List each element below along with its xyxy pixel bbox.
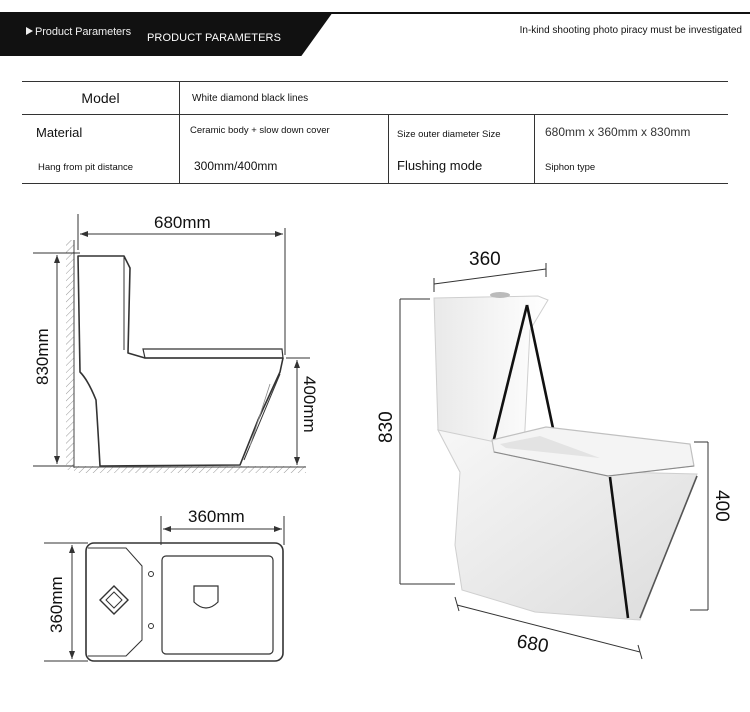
header-tag-label: Product Parameters [35, 26, 132, 38]
piracy-notice: In-kind shooting photo piracy must be in… [519, 25, 742, 36]
header-tag: Product Parameters [26, 26, 131, 38]
table-row: Material Hang from pit distance Ceramic … [22, 114, 728, 184]
seat-top [161, 555, 274, 655]
black-line [639, 475, 698, 619]
side-view-drawing: 680mm 830mm 400mm [33, 213, 319, 473]
flush-label: Flushing mode [397, 158, 483, 173]
side-seat-label: 400mm [300, 376, 319, 433]
pit-label: Hang from pit distance [38, 162, 134, 173]
seat-lid [142, 348, 284, 359]
top-depth-label: 360mm [47, 576, 66, 633]
toilet-side-outline [77, 255, 284, 467]
floor-hatch [74, 466, 306, 473]
diamond-line [243, 373, 281, 461]
seat-shadow [500, 436, 600, 458]
page-title: PRODUCT PARAMETERS [147, 32, 282, 44]
wall-hatch [66, 240, 74, 470]
flush-button-inner [105, 591, 123, 609]
dim-line [433, 268, 547, 285]
black-line [490, 304, 529, 448]
label-cell: Material Hang from pit distance [22, 114, 180, 184]
tank-top [88, 547, 143, 657]
top-view-drawing: 360mm 360mm [44, 507, 285, 662]
parameter-table: Model White diamond black lines Material… [22, 81, 728, 184]
hinge-icon [148, 571, 154, 577]
dim-tick [637, 644, 643, 660]
model-label: Model [22, 81, 180, 115]
flush-button-icon [490, 292, 510, 298]
size-value-cell: 680mm x 360mm x 830mm Siphon type [534, 114, 728, 184]
flush-button-icon [99, 585, 129, 615]
model-value: White diamond black lines [179, 81, 728, 115]
size-label: Size outer diameter Size [397, 129, 501, 140]
side-height-label: 830mm [33, 328, 52, 385]
header-rule [0, 12, 750, 14]
photo-width-label: 360 [469, 249, 501, 270]
toilet-top-outline [85, 542, 284, 662]
hinge-icon [148, 623, 154, 629]
seat-edge [493, 451, 695, 477]
photo-seat-label: 400 [711, 490, 732, 522]
flush-value: Siphon type [545, 162, 596, 173]
material-value: Ceramic body + slow down cover [190, 125, 330, 136]
size-value: 680mm x 360mm x 830mm [545, 125, 691, 139]
material-label: Material [36, 125, 83, 140]
photo-height-label: 830 [376, 411, 397, 443]
table-row: Model White diamond black lines [22, 81, 728, 115]
bowl-opening [193, 585, 219, 609]
black-line [608, 476, 630, 619]
pit-value: 300mm/400mm [194, 159, 278, 173]
top-width-label: 360mm [188, 507, 245, 526]
diamond-line [249, 383, 271, 447]
play-arrow-icon [26, 27, 33, 35]
toilet-photo: 360 830 400 680 [376, 249, 732, 660]
dim-line [456, 604, 641, 653]
value-cell: Ceramic body + slow down cover 300mm/400… [179, 114, 389, 184]
header-banner [0, 12, 333, 56]
side-width-label: 680mm [154, 213, 211, 232]
photo-depth-label: 680 [515, 631, 550, 657]
dim-tick [454, 596, 460, 612]
size-label-cell: Size outer diameter Size Flushing mode [388, 114, 535, 184]
